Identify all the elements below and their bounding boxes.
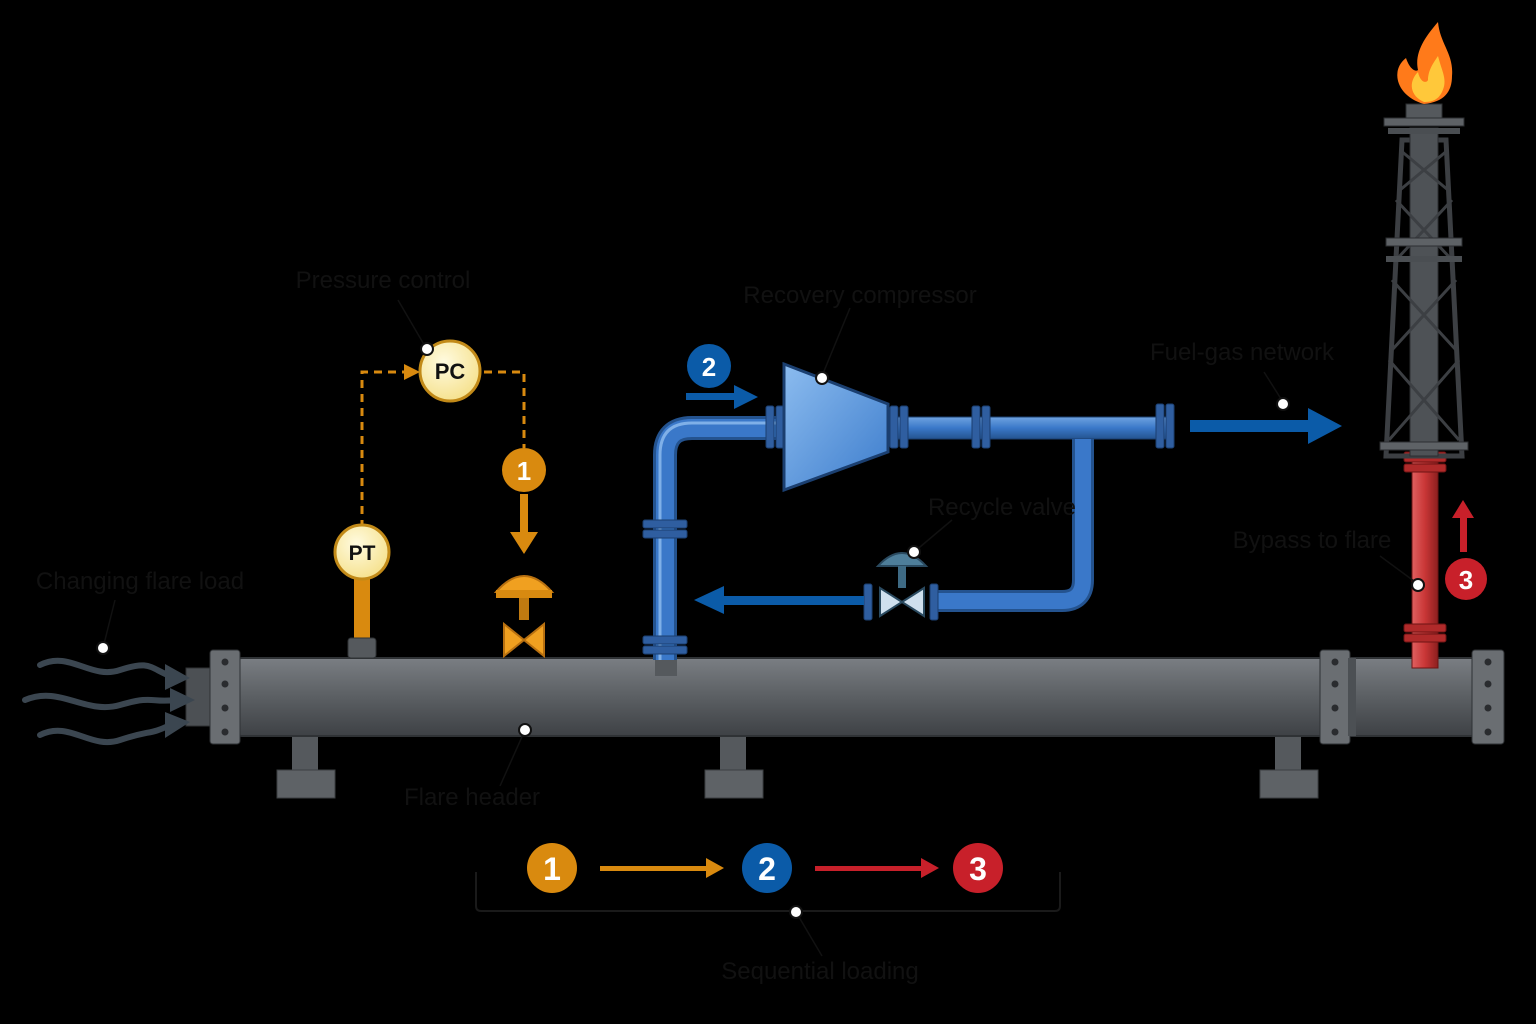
flame-icon <box>1397 22 1453 104</box>
recycle-valve-icon <box>863 552 939 621</box>
svg-text:2: 2 <box>758 851 776 887</box>
control-signal-line <box>360 370 526 528</box>
sequential-loading-label: Sequential loading <box>721 958 919 985</box>
callout-dots <box>96 342 1425 919</box>
stage-1-badge: 1 <box>502 448 546 492</box>
inlet-flow-arrow <box>686 385 758 409</box>
bypass-to-flare-label: Bypass to flare <box>1233 527 1392 554</box>
fuel-gas-flow-arrow <box>1190 408 1342 444</box>
recycle-valve-label: Recycle valve <box>928 494 1076 521</box>
compressor-icon <box>782 361 890 493</box>
flare-stack-icon <box>1379 103 1469 669</box>
signal-arrowhead <box>404 364 420 380</box>
recovery-compressor-label: Recovery compressor <box>743 282 976 309</box>
pc-label: PC <box>435 359 466 384</box>
flare-header-label: Flare header <box>404 784 540 811</box>
pipe-support <box>276 733 336 799</box>
legend-stage-2: 2 <box>742 843 792 893</box>
svg-text:1: 1 <box>543 851 561 887</box>
pt-label: PT <box>349 542 376 565</box>
recycle-flow-arrow <box>694 586 864 614</box>
gas-flow-arrows-icon <box>22 657 195 745</box>
svg-text:3: 3 <box>1459 565 1473 595</box>
callout-leaders <box>102 299 1419 957</box>
pipe-support <box>704 733 764 799</box>
svg-text:1: 1 <box>517 456 531 486</box>
control-valve-icon <box>493 575 555 659</box>
svg-text:3: 3 <box>969 851 987 887</box>
pressure-controller: PC <box>418 339 482 403</box>
stage-2-badge: 2 <box>687 344 731 388</box>
bypass-flow-arrow <box>1452 500 1474 552</box>
fuel-gas-network-label: Fuel-gas network <box>1150 339 1335 366</box>
pipe-support <box>1259 733 1319 799</box>
pressure-control-label: Pressure control <box>296 267 471 294</box>
stage-3-badge: 3 <box>1445 558 1487 600</box>
pressure-transmitter: PT <box>333 523 391 659</box>
recovery-pipe <box>642 403 1175 676</box>
svg-text:2: 2 <box>702 352 716 382</box>
flare-header-pipe <box>185 649 1505 799</box>
legend-stage-1: 1 <box>527 843 577 893</box>
changing-flare-load-label: Changing flare load <box>36 568 244 595</box>
legend-stage-3: 3 <box>953 843 1003 893</box>
sequential-loading-legend: 1 2 3 <box>475 843 1061 912</box>
